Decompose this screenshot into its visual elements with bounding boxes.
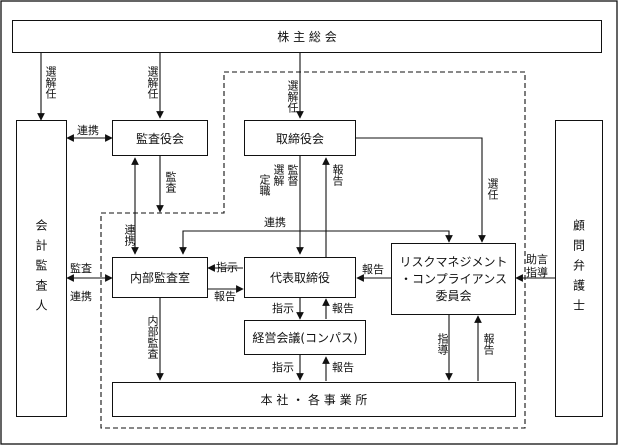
internal-audit-box: 内部監査室 [112,257,208,298]
risk-committee-line3: 委員会 [435,288,472,303]
elect-label-board: 選解任 [286,80,299,113]
risk-committee-line2: ・コンプライアンス [400,271,507,286]
advisory-lawyer-label: 顧問弁護士 [571,218,586,319]
auditor-board-label: 監査役会 [135,131,184,146]
supervise-label: 監督 [286,164,299,186]
advice-guide-label: 助言指導 [526,253,548,279]
shareholders-label: 株 主 総 会 [277,30,337,44]
renkei-label-internal: 連携 [123,224,136,246]
internal-audit-arrow-label: 内部監査 [146,315,159,359]
elect-label-auditors: 選解任 [146,66,159,99]
instruct-label-offices: 指示 [272,361,294,374]
audit-label-auditors: 監査 [164,171,177,193]
appoint-label: 定職 [258,174,271,196]
shareholders-box: 株 主 総 会 [12,20,602,53]
renkei-label-mid: 連携 [264,216,286,229]
auditor-board-box: 監査役会 [112,120,208,156]
risk-committee-line1: リスクマネジメント [399,254,508,269]
report-label-offices: 報告 [332,361,354,374]
renkei-label-left: 連携 [70,290,92,303]
offices-box: 本 社 ・ 各 事 業 所 [112,382,516,417]
select-dismiss-label: 選解 [272,164,285,186]
internal-audit-label: 内部監査室 [129,271,190,285]
report-label-risk: 報告 [362,263,384,276]
management-meeting-box: 経営会議(コンパス) [244,320,366,355]
report-label-board: 報告 [331,164,344,186]
representative-director-label: 代表取締役 [269,271,330,285]
report-label-mgmt: 報告 [332,302,354,315]
offices-label: 本 社 ・ 各 事 業 所 [260,393,368,407]
accounting-auditor-box: 会計監査人 [16,120,67,417]
instruct-label-internal: 指示 [216,261,238,274]
elect-label-accounting: 選解任 [44,66,57,99]
report-label-risk-offices: 報告 [482,333,495,355]
board-box: 取締役会 [244,120,356,156]
accounting-auditor-label: 会計監査人 [34,218,48,319]
risk-committee-box: リスクマネジメント ・コンプライアンス 委員会 [391,243,516,315]
arrow-board-risk [356,137,486,243]
renkei-label-top: 連携 [77,124,99,137]
appoint-risk-label: 選任 [486,178,499,200]
company-boundary [100,71,526,429]
management-meeting-label: 経営会議(コンパス) [252,331,358,345]
arrow-internal-risk [179,230,453,255]
advisory-lawyer-box: 顧問弁護士 [555,120,603,417]
report-label-internal: 報告 [214,290,236,303]
representative-director-box: 代表取締役 [244,257,356,298]
guidance-label: 指導 [436,333,449,355]
board-label: 取締役会 [275,131,324,146]
audit-label-left: 監査 [70,262,92,275]
instruct-label-mgmt: 指示 [272,302,294,315]
